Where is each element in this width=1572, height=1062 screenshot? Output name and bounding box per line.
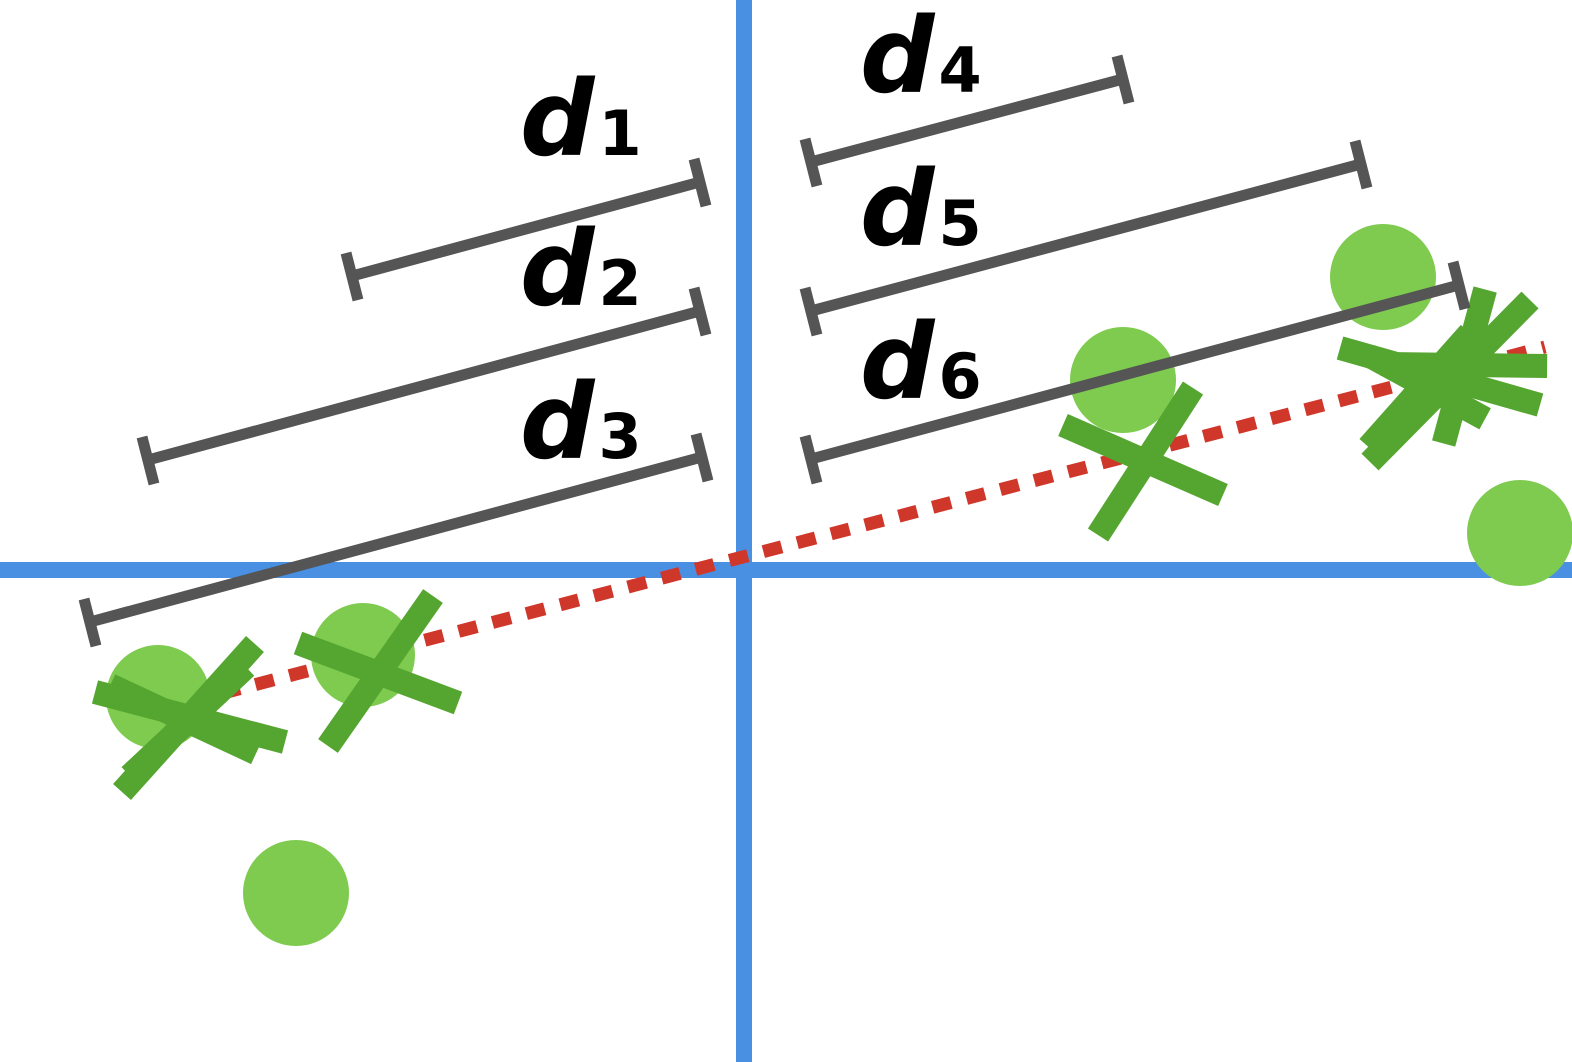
projection-x-icon — [1058, 381, 1228, 542]
distance-labels: d1 d2 d3 d4 d5 d6 — [520, 0, 982, 483]
distance-label-d6: d6 — [860, 301, 982, 423]
distance-bar-d2 — [136, 286, 712, 486]
data-point-3 — [243, 840, 349, 946]
projection-x-icon — [1359, 324, 1491, 455]
projection-x-icon — [293, 589, 463, 753]
distance-label-d3: d3 — [520, 361, 642, 483]
projected-points — [91, 286, 1548, 801]
distance-bar-d4 — [799, 54, 1135, 188]
projection-x-icon — [105, 658, 262, 785]
data-points — [106, 224, 1572, 946]
distance-label-d2: d2 — [520, 208, 642, 330]
distance-bar-d1 — [340, 157, 712, 302]
distance-bar-d5 — [799, 139, 1373, 337]
distance-bar-d3 — [78, 432, 714, 648]
distance-bar-d6 — [799, 260, 1471, 485]
data-point-6 — [1467, 480, 1572, 586]
distance-label-d5: d5 — [860, 148, 982, 270]
distance-label-d1: d1 — [520, 58, 642, 180]
distance-label-d4: d4 — [860, 0, 982, 117]
distance-bars — [78, 54, 1471, 648]
